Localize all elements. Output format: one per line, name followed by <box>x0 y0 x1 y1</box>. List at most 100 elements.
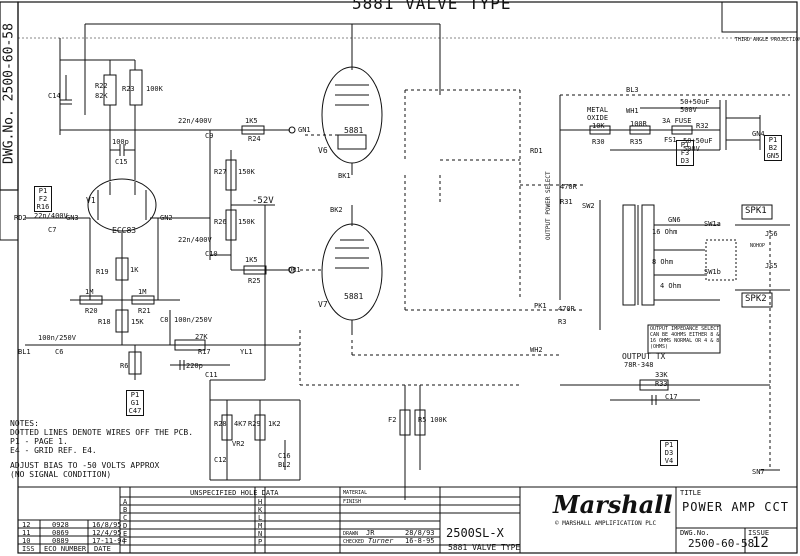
r33-label: R33 <box>655 380 668 388</box>
letter-h: H <box>258 498 263 506</box>
col-date: DATE <box>94 545 111 553</box>
r21-label: R21 <box>138 307 151 315</box>
connector-sw1a: SW1a <box>704 220 721 228</box>
hole-data-label: UNSPECIFIED HOLE DATA <box>190 489 279 497</box>
connector-gn4: GN4 <box>752 130 765 138</box>
vr2-label: VR2 <box>232 440 245 448</box>
connector-rd2: RD2 <box>14 214 27 222</box>
jack-js6: JS6 <box>765 230 778 238</box>
c10-label: C10 <box>205 250 218 258</box>
drawing-title: 5881 VALVE TYPE <box>352 0 512 13</box>
c10-value: 22n/400V <box>178 236 212 244</box>
r28-value: 4K7 <box>234 420 247 428</box>
drawing-title-block: POWER AMP CCT <box>682 500 789 514</box>
r18-value: 15K <box>131 318 144 326</box>
c6-label: C6 <box>55 348 64 356</box>
c12-label: C12 <box>214 456 227 464</box>
notes-line-3: E4 - GRID REF. E4. <box>10 446 97 455</box>
connector-gn6: GN6 <box>668 216 681 224</box>
letter-n: N <box>258 530 263 538</box>
tap-16-ohm: 16 Ohm <box>652 228 678 236</box>
jack-spk2: SPK2 <box>745 294 767 304</box>
r33-value: 33K <box>655 371 668 379</box>
r17-label: R17 <box>198 348 211 356</box>
tap-8-ohm: 8 Ohm <box>652 258 674 266</box>
notes-line-6: (NO SIGNAL CONDITION) <box>10 470 112 479</box>
r35-label: R35 <box>630 138 643 146</box>
c15-value: 100p <box>112 138 129 146</box>
connector-sw2: SW2 <box>582 202 595 210</box>
issue-row-2-ecn: 0869 <box>52 529 69 537</box>
checked-by: Turner <box>368 537 394 545</box>
connector-bk2: BK2 <box>330 206 343 214</box>
r19-label: R19 <box>96 268 109 276</box>
r30-value: 10K <box>592 122 605 130</box>
f2-label: F2 <box>388 416 397 424</box>
notes-header: NOTES: <box>10 419 39 428</box>
minus52-label: -52V <box>252 196 274 206</box>
model-number: 2500SL-X <box>446 526 504 540</box>
r31-label: R31 <box>560 198 573 206</box>
drawn-label: DRAWN <box>343 531 359 537</box>
connector-gn1: GN1 <box>298 126 311 134</box>
r28-label: R28 <box>214 420 227 428</box>
r6-label: R6 <box>120 362 129 370</box>
connector-yl1: YL1 <box>240 348 253 356</box>
connector-gn3: GN3 <box>66 214 79 222</box>
r20-label: R20 <box>85 307 98 315</box>
tube-v1-label: V1 <box>86 196 96 205</box>
r3-value: 470R <box>558 305 575 313</box>
r19-value: 1K <box>130 266 139 274</box>
r17-value: 27K <box>195 333 208 341</box>
r30-label: R30 <box>592 138 605 146</box>
connector-pk1: PK1 <box>534 302 547 310</box>
r22-value: 82K <box>95 92 108 100</box>
fs1-label: FS1 <box>664 136 677 144</box>
r20-value: 1M <box>85 288 94 296</box>
issue-row-3-iss: 10 <box>22 537 31 545</box>
r35-value: 100R <box>630 120 647 128</box>
r26-value: 150K <box>238 218 255 226</box>
letter-k: K <box>258 506 263 514</box>
letter-e: E <box>123 530 128 538</box>
r22-label: R22 <box>95 82 108 90</box>
connector-or1: OR1 <box>288 266 301 274</box>
r31-value: 470R <box>560 183 577 191</box>
output-tx-label: OUTPUT TX <box>622 352 666 361</box>
dwg-no-label: DWG.No. <box>680 529 710 537</box>
tube-v6-type: 5881 <box>344 126 364 135</box>
r3-label: R3 <box>558 318 567 326</box>
r25-label: R25 <box>248 277 261 285</box>
ref-p1-g1: P1 G1 C47 <box>126 390 144 416</box>
issue-row-3-ecn: 0889 <box>52 537 69 545</box>
ref-p1-d3: P1 D3 V4 <box>660 440 678 466</box>
jack-spk1: SPK1 <box>745 206 767 216</box>
issue-row-1-date: 16/8/95 <box>92 521 122 529</box>
r29-value: 1K2 <box>268 420 281 428</box>
ref-p1-gn5: P1 B2 GN5 <box>764 135 782 161</box>
title-label: TITLE <box>680 489 702 497</box>
notes-block: NOTES: DOTTED LINES DENOTE WIRES OFF THE… <box>10 419 193 479</box>
c8-label: C8 <box>160 316 169 324</box>
connector-rd1: RD1 <box>530 147 543 155</box>
projection-label: THIRD ANGLE PROJECTION <box>735 37 800 43</box>
r5-label: R5 <box>418 416 427 424</box>
ref-p1-r16: P1 F2 R16 <box>34 186 52 212</box>
connector-wh1: WH1 <box>626 107 639 115</box>
r18-label: R18 <box>98 318 111 326</box>
c16-label: C16 <box>278 452 291 460</box>
material-label: MATERIAL <box>343 490 368 496</box>
connector-bk1: BK1 <box>338 172 351 180</box>
issue-label: ISSUE <box>748 529 770 537</box>
r21-value: 1M <box>138 288 147 296</box>
c6-value: 100n/250V <box>38 334 76 342</box>
issue-row-1-ecn: 0928 <box>52 521 69 529</box>
c9-label: C9 <box>205 132 214 140</box>
model-subtitle: 5881 VALVE TYPE <box>448 543 521 552</box>
issue-row-1-iss: 12 <box>22 521 31 529</box>
letter-f: F <box>123 538 128 546</box>
connector-gn2: GN2 <box>160 214 173 222</box>
r25-value: 1K5 <box>245 256 258 264</box>
letter-a: A <box>123 498 128 506</box>
company-name: © MARSHALL AMPLIFICATION PLC <box>555 520 657 527</box>
